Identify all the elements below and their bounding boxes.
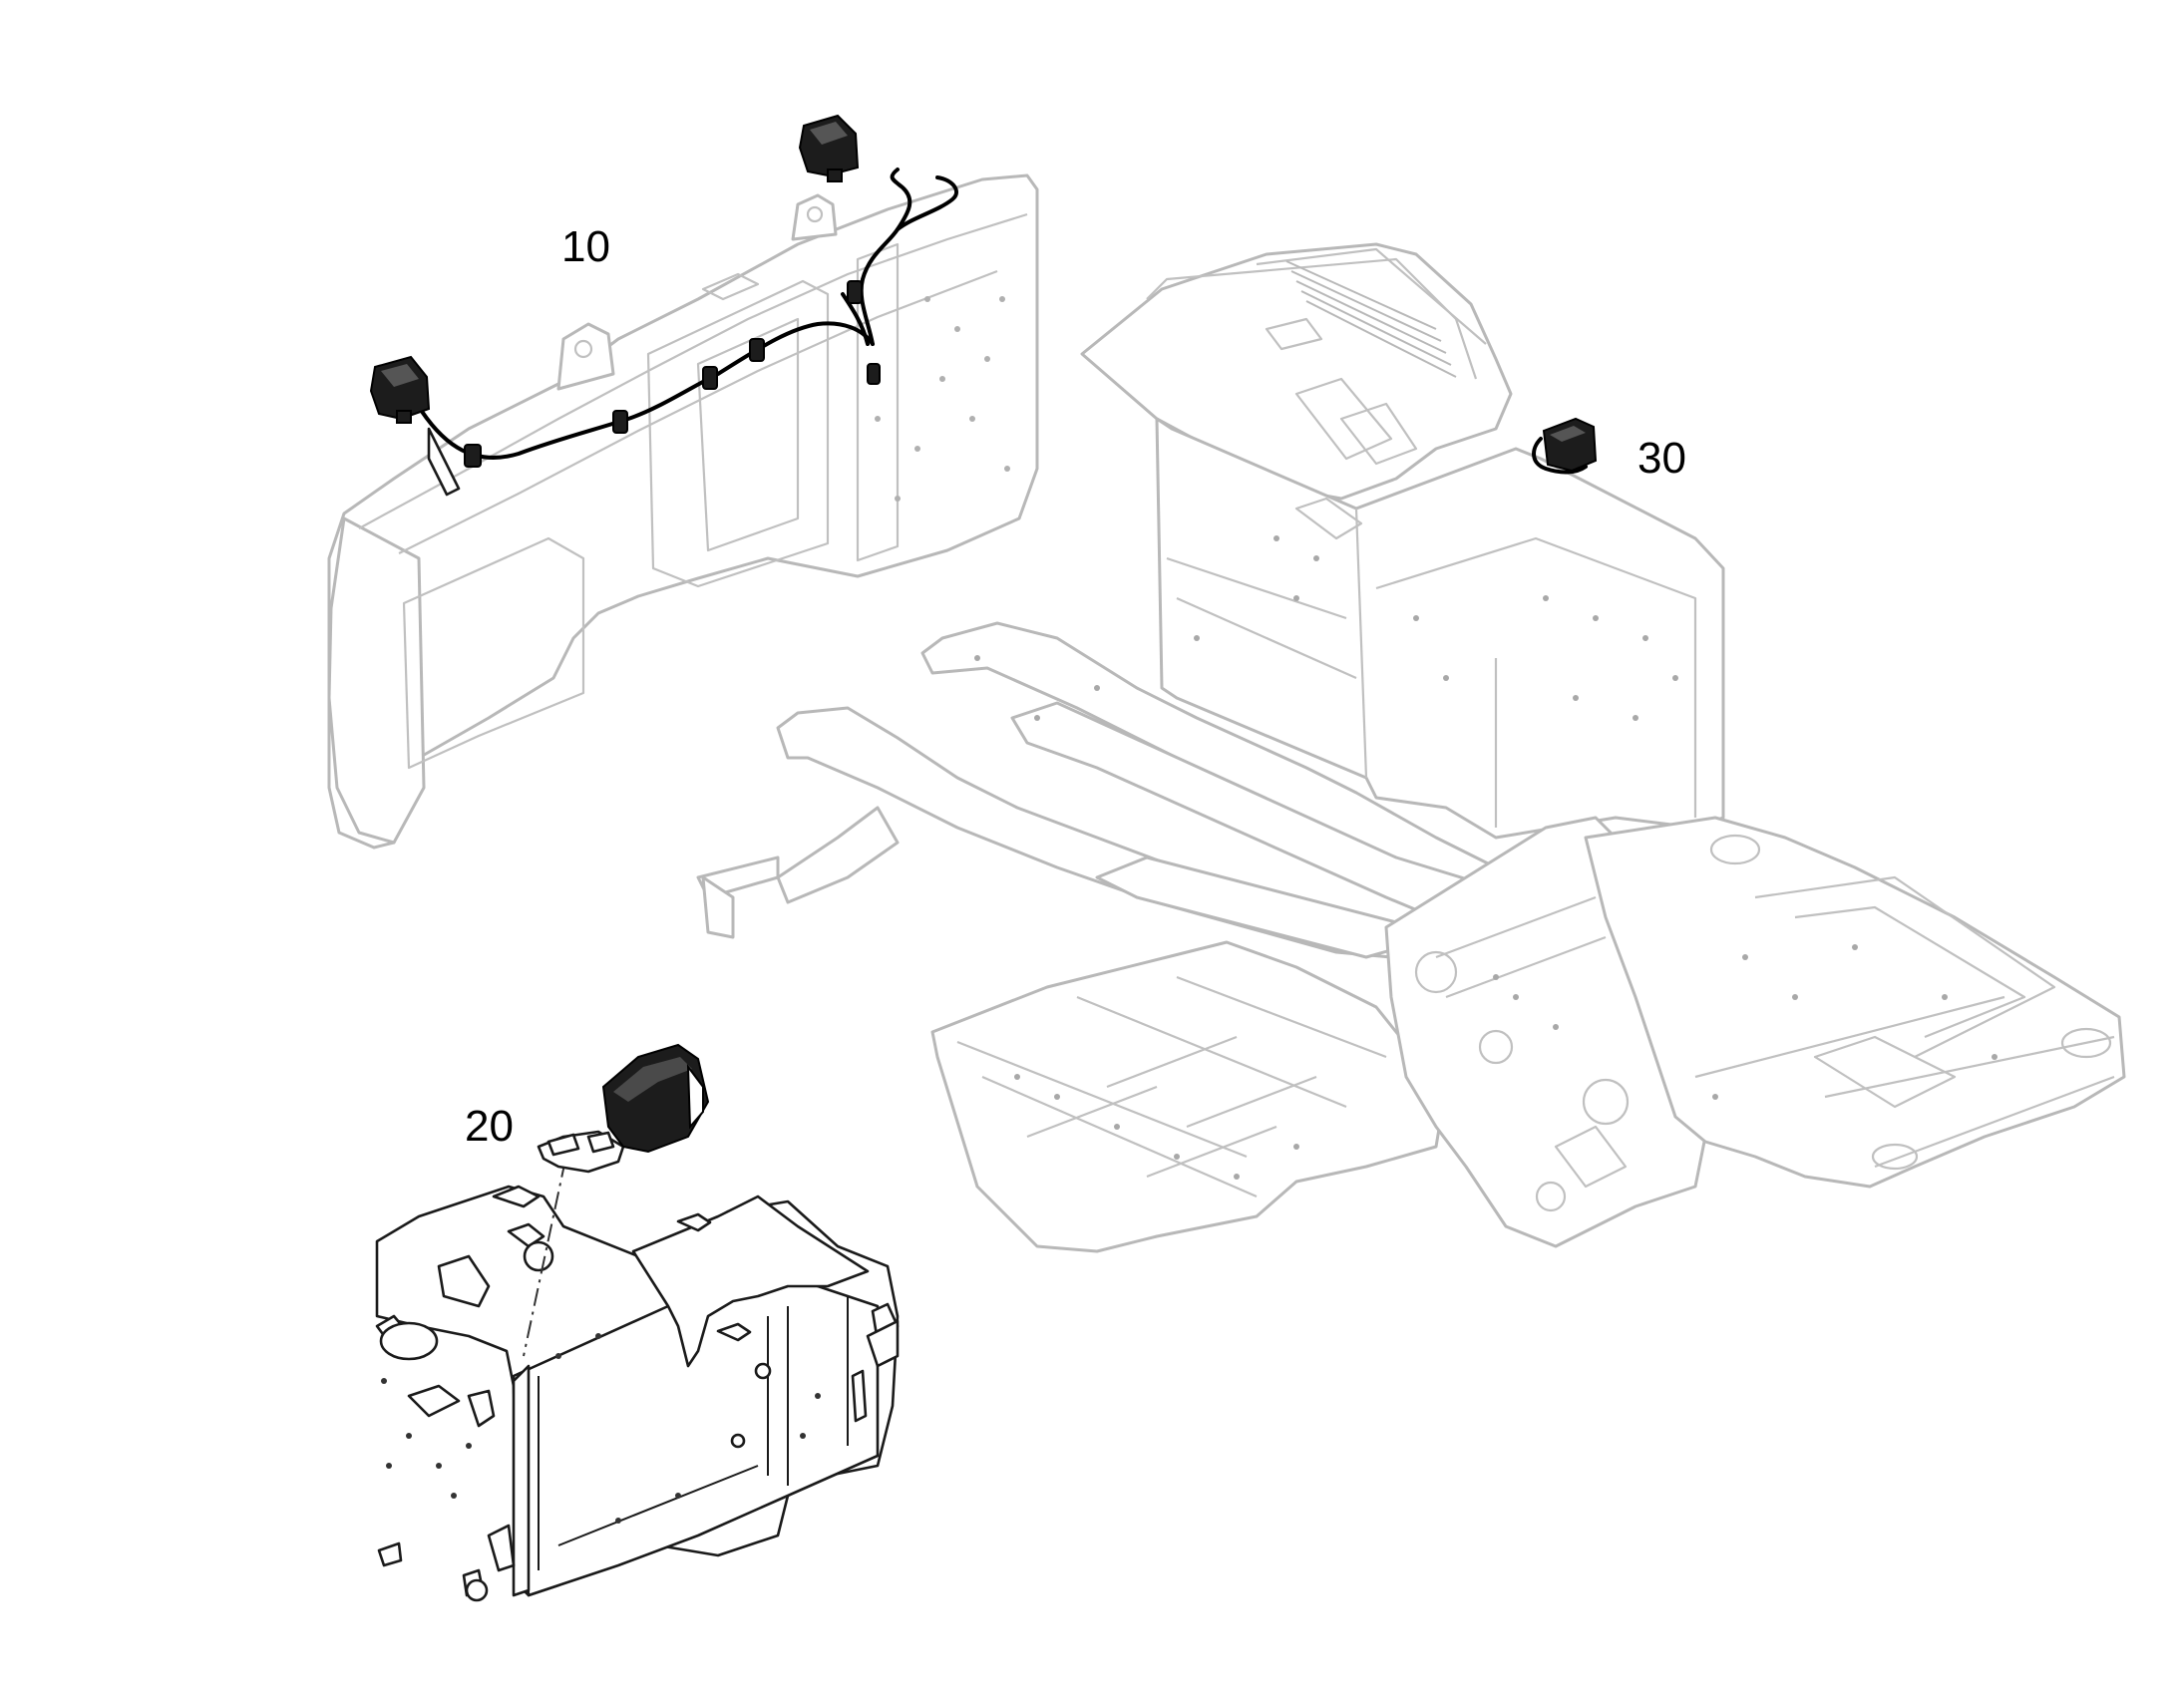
counterweight-assembly: 10 xyxy=(327,114,1039,850)
callout-20: 20 xyxy=(465,1102,514,1151)
work-lamp-icon xyxy=(1532,417,1598,475)
callout-10: 10 xyxy=(561,222,610,271)
machine-frame-assembly: 30 xyxy=(696,242,2126,1253)
work-lamp-icon xyxy=(798,114,860,182)
work-lamp-icon xyxy=(369,355,431,424)
callout-30: 30 xyxy=(1637,434,1686,483)
work-lamp-icon xyxy=(601,1043,710,1154)
wiring-harness xyxy=(415,321,875,460)
front-lamp-assembly: 20 xyxy=(375,1043,900,1602)
